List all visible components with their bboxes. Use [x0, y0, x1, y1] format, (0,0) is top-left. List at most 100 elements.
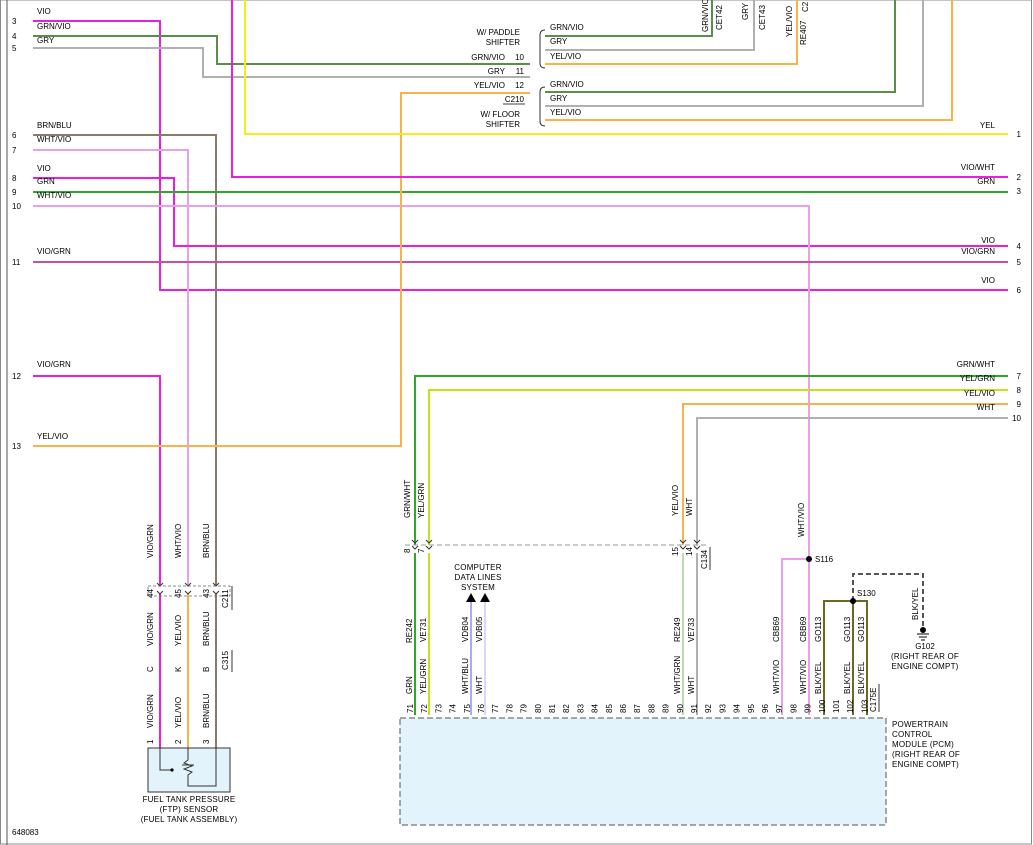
wire-yelvio-9	[682, 403, 1008, 545]
c134-pin: 14	[685, 547, 694, 556]
c134-terminal	[679, 539, 687, 550]
top-circuit-label: GRY	[741, 2, 750, 20]
pcm-circuit-label: RE242	[405, 618, 414, 643]
pcm-pin-number: 71	[406, 704, 415, 713]
pcm-circuit-label: VE733	[687, 617, 696, 642]
shifter-bracket	[539, 29, 546, 69]
left-pin-number: 13	[12, 442, 21, 451]
pcm-pin-number: 73	[434, 704, 443, 713]
ftp-sensor-wire-label: VIO/GRN	[146, 694, 155, 728]
top-circuit-label: CET42	[715, 5, 724, 30]
wire-yelvio-floor	[545, 0, 953, 121]
pcm-connector-label: C175E	[869, 688, 878, 712]
left-wire-label: WHT/VIO	[37, 191, 71, 200]
data-lines-label: SYSTEM	[461, 583, 495, 592]
c211-pin: 44	[146, 589, 155, 598]
wire-gry-5	[33, 47, 530, 78]
pcm-circuit-label: VDB04	[461, 616, 470, 642]
text-layer: 345678910111213VIOGRN/VIOGRYBRN/BLUWHT/V…	[12, 0, 1022, 824]
wire-yelvio-13	[33, 92, 530, 447]
pcm-circuit-label: GO113	[857, 616, 866, 642]
pcm-module-box	[399, 717, 887, 826]
shifter-pin: 11	[516, 67, 525, 76]
right-pin-number: 1	[1017, 130, 1022, 139]
wire-go113-100	[823, 600, 853, 715]
pcm-pin-number: 87	[633, 704, 642, 713]
left-wire-label: GRN/VIO	[37, 22, 71, 31]
c211-pin: 43	[202, 589, 211, 598]
wire-wht-10	[696, 417, 1008, 545]
ftp-sensor-dot	[170, 768, 174, 772]
right-wire-label: WHT	[977, 403, 995, 412]
pcm-wire-color: GRN	[405, 676, 414, 694]
right-wire-label: YEL/GRN	[960, 374, 995, 383]
pcm-circuit-label: RE249	[673, 617, 682, 642]
pcm-wire-color: WHT/BLU	[461, 658, 470, 694]
pcm-circuit-label: VDB05	[475, 616, 484, 642]
wire-cbb69-97	[781, 558, 809, 715]
s130-dot	[850, 598, 856, 604]
shifter-row-label: GRY	[488, 67, 506, 76]
pcm-pin-number: 82	[562, 704, 571, 713]
c315-wire-label: BRN/BLU	[202, 611, 211, 646]
pcm-pin-number: 102	[846, 699, 855, 713]
left-pin-number: 6	[12, 131, 17, 140]
c211-connector-label: C211	[221, 589, 230, 608]
whtvio-label: WHT/VIO	[797, 503, 806, 537]
pcm-wire-color: WHT	[475, 676, 484, 694]
ftp-sensor-wire-label: BRN/BLU	[202, 693, 211, 728]
wire-viogrn-12	[33, 375, 161, 586]
left-pin-number: 8	[12, 174, 17, 183]
shifter-floor-label: SHIFTER	[486, 120, 520, 129]
top-circuit-label: GRN/VIO	[701, 0, 710, 32]
right-pin-number: 10	[1012, 414, 1021, 423]
right-wire-label: VIO/GRN	[961, 247, 995, 256]
wire-whtvio-10	[33, 205, 810, 559]
wire-yelgrn-8	[428, 389, 1008, 545]
c134-pin: 15	[671, 547, 680, 556]
c134-wire-label: YEL/GRN	[417, 483, 426, 518]
wire-grnvio-paddle	[545, 0, 713, 37]
s130-label: S130	[857, 589, 876, 598]
g102-location: (RIGHT REAR OF	[891, 652, 959, 661]
c134-connector-label: C134	[700, 549, 709, 569]
diagram-id: 648083	[12, 828, 39, 837]
c315-wire-label: YEL/VIO	[174, 615, 183, 646]
left-pin-number: 12	[12, 372, 21, 381]
c134-wire-label: YEL/VIO	[671, 485, 680, 516]
wire-whtvio-7	[33, 149, 189, 586]
pcm-pin-number: 91	[690, 704, 699, 713]
shifter-right-label: GRN/VIO	[550, 80, 584, 89]
pcm-pin-number: 84	[591, 704, 600, 713]
pcm-pin-number: 93	[718, 704, 727, 713]
shifter-row-label: YEL/VIO	[474, 81, 505, 90]
c211-terminal	[212, 590, 220, 595]
pcm-circuit-label: CBB69	[772, 616, 781, 642]
c315-pin: K	[174, 666, 183, 672]
pcm-pin-number: 76	[477, 704, 486, 713]
wire-vio-8-4	[33, 177, 1008, 247]
left-pin-number: 11	[12, 258, 21, 267]
shifter-row-label: GRN/VIO	[471, 53, 505, 62]
pcm-pin-number: 94	[733, 704, 742, 713]
wire-go113-103	[853, 600, 868, 715]
pcm-module-label: ENGINE COMPT)	[892, 760, 959, 769]
shifter-right-label: GRY	[550, 37, 568, 46]
pcm-pin-number: 90	[676, 704, 685, 713]
ftp-wire-label: BRN/BLU	[202, 523, 211, 558]
g102-label: G102	[915, 642, 935, 651]
c211-outline	[147, 585, 231, 597]
s116-label: S116	[815, 555, 834, 564]
can-plus-arrow	[466, 593, 476, 602]
wire-yel-1	[244, 0, 1008, 135]
right-pin-number: 3	[1017, 187, 1022, 196]
pcm-module-label: MODULE (PCM)	[892, 740, 954, 749]
left-wire-label: WHT/VIO	[37, 135, 71, 144]
left-wire-label: VIO	[37, 164, 51, 173]
g102-ground-symbol	[917, 633, 929, 641]
ftp-sensor-wire-label: YEL/VIO	[174, 697, 183, 728]
wire-grnvio-4	[33, 35, 530, 65]
data-lines-label: COMPUTER	[454, 563, 501, 572]
pcm-wire-color: WHT/GRN	[673, 656, 682, 694]
left-pin-number: 7	[12, 146, 17, 155]
